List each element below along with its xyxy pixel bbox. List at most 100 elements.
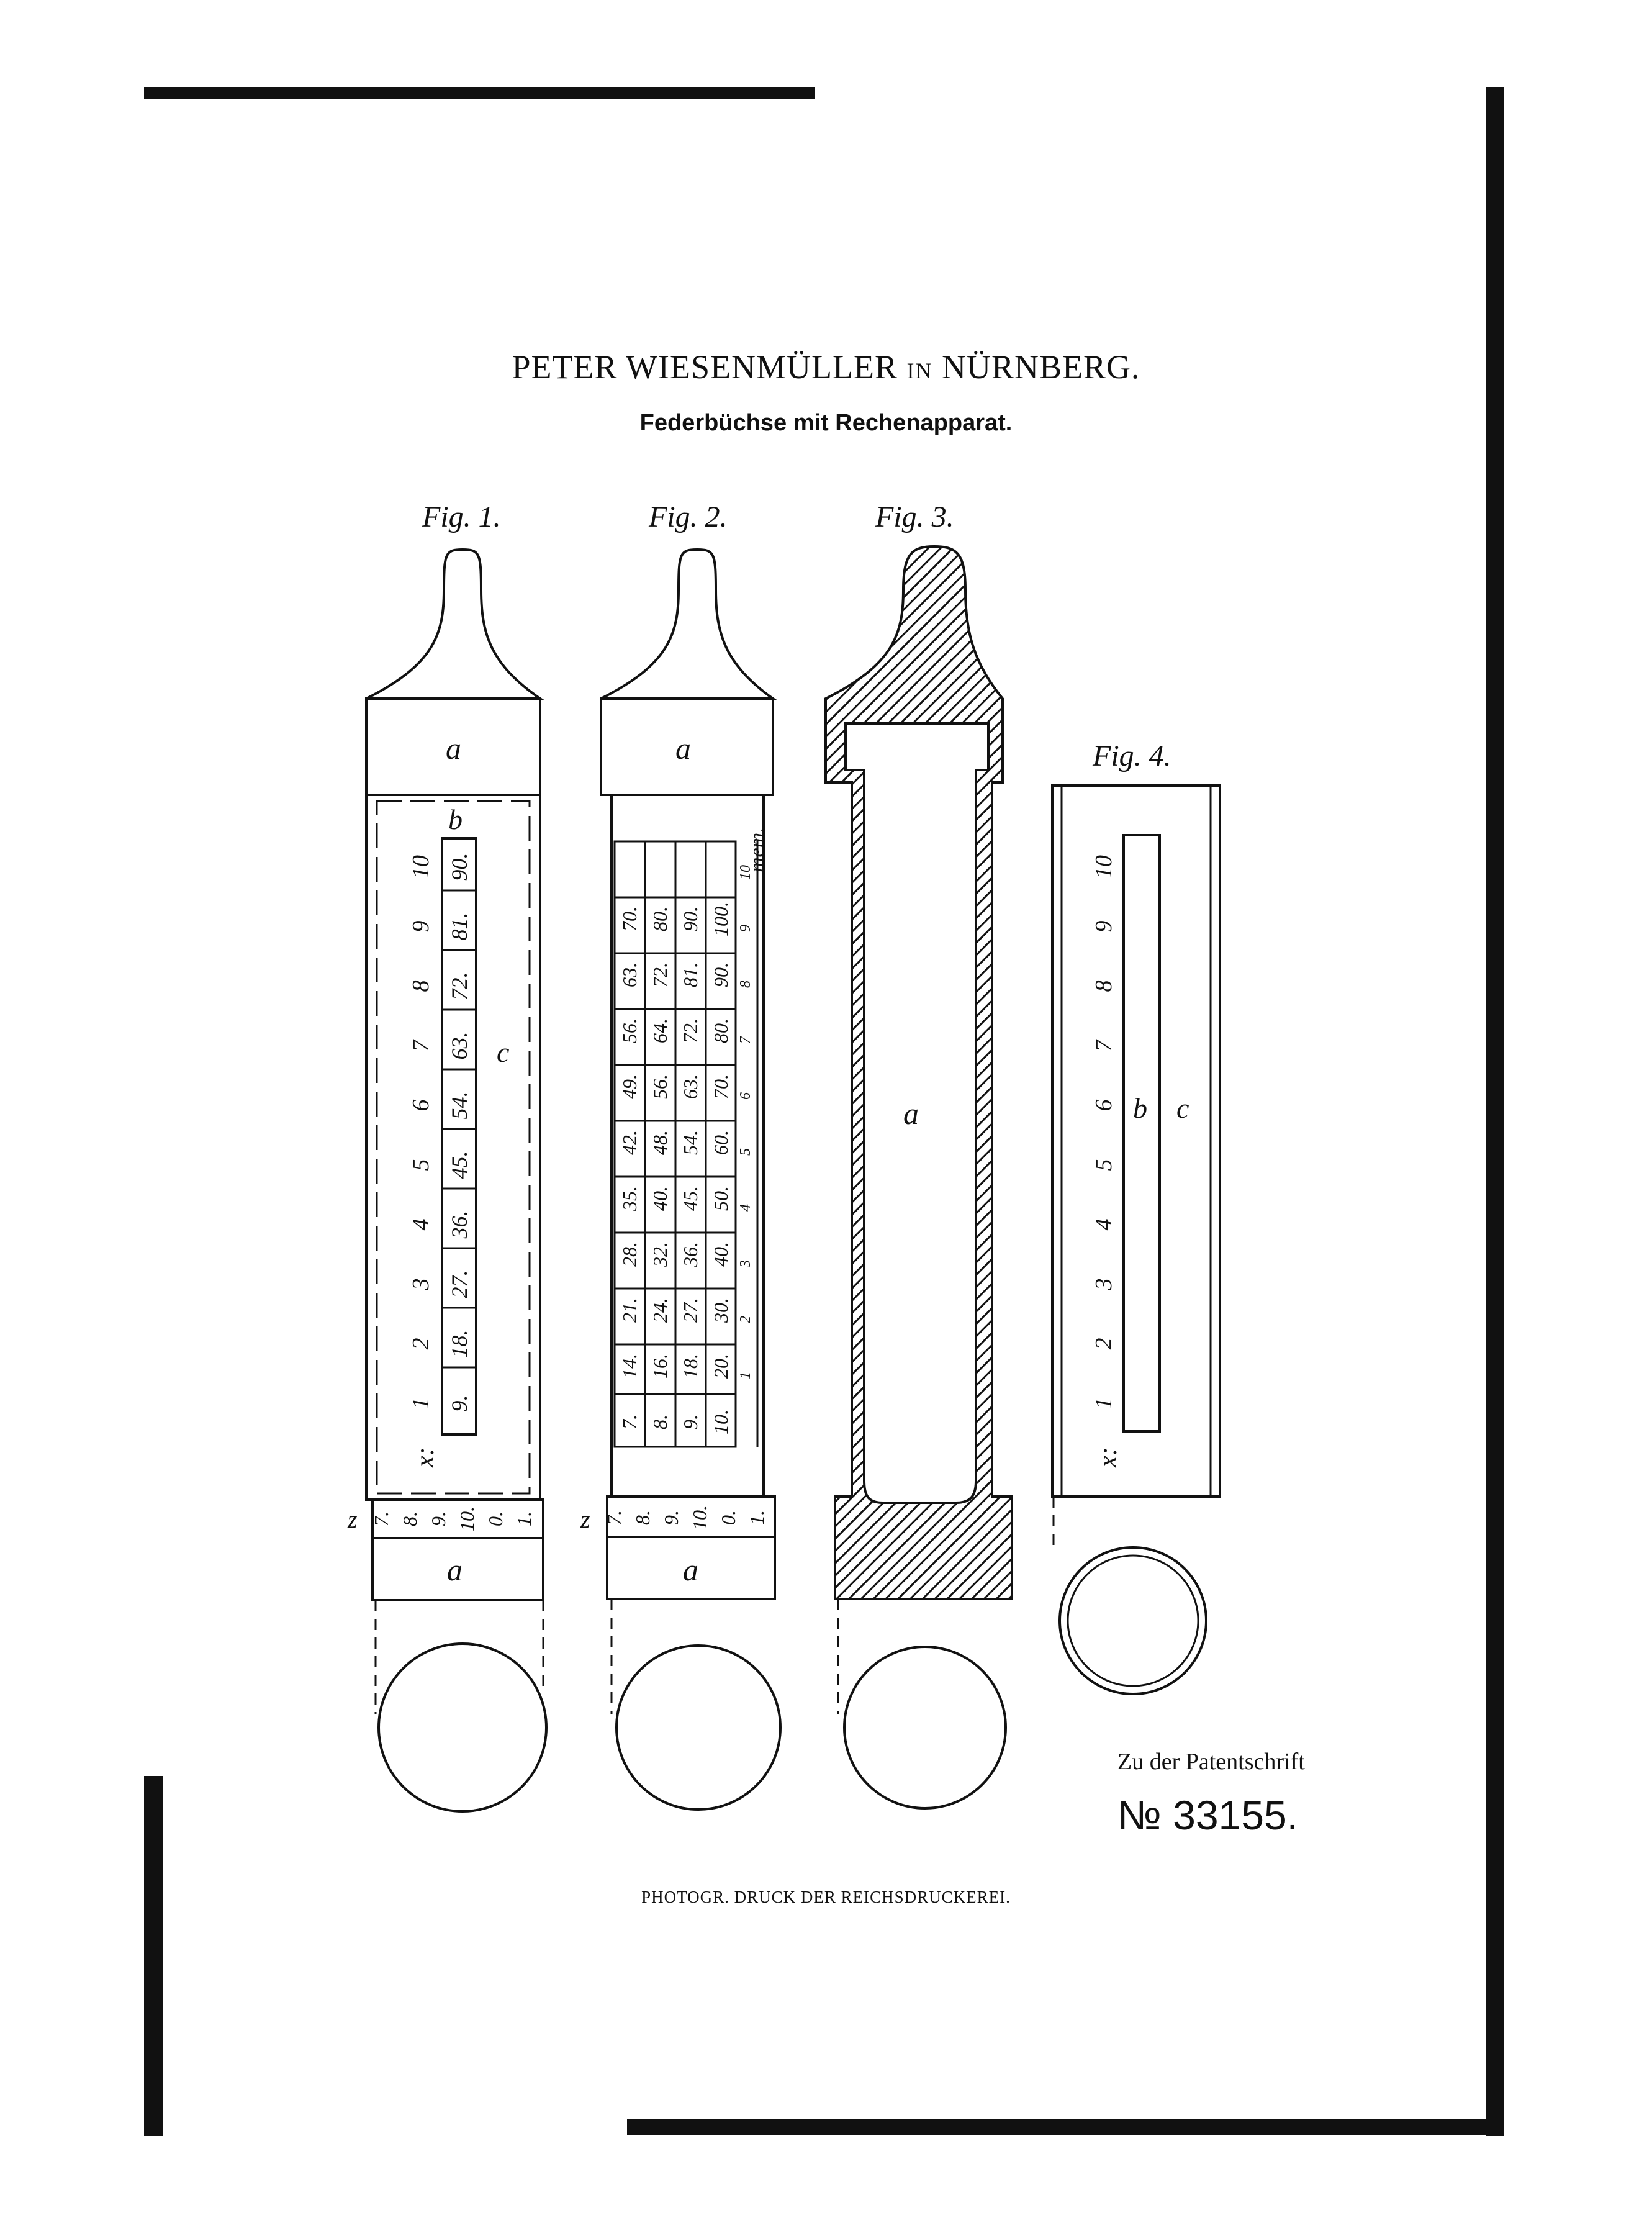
fig1-multiplier: 3 — [408, 1279, 434, 1291]
fig2-scale-number: 5 — [738, 1148, 754, 1156]
fig2-cell: 18. — [679, 1354, 702, 1379]
fig1-body — [365, 794, 541, 1501]
fig2-scale-number: 9 — [738, 925, 754, 932]
fig2-cell: 16. — [649, 1354, 671, 1379]
patent-number: № 33155. — [1117, 1792, 1299, 1838]
fig3-end-circle — [843, 1646, 1007, 1810]
fig1-product: 36. — [447, 1211, 472, 1239]
fig4-slot-b — [1122, 834, 1161, 1433]
fig2-cell: 24. — [649, 1298, 671, 1323]
fig1-product: 27. — [447, 1271, 472, 1298]
fig1-ring-digit: 0. — [484, 1511, 507, 1526]
fig2-cell: 63. — [618, 963, 641, 987]
fig2-label-a-top: a — [675, 731, 691, 766]
fig2-cell: 32. — [649, 1242, 671, 1267]
fig1-multiplier: 4 — [408, 1219, 434, 1231]
fig1-product: 18. — [447, 1330, 472, 1358]
fig1-ring-digit: 10. — [456, 1506, 478, 1531]
fig1-cap — [366, 548, 544, 700]
fig2-cell: 21. — [618, 1298, 641, 1323]
fig1-ring-digit: 8. — [399, 1511, 421, 1526]
fig2-cell: 72. — [679, 1018, 702, 1043]
fig2-cell: 10. — [710, 1410, 732, 1434]
fig4-multiplier: 2 — [1091, 1338, 1117, 1350]
fig4-label-b: b — [1133, 1092, 1147, 1124]
fig3-drawing — [824, 545, 1013, 1810]
fig2-cell: 100. — [710, 902, 732, 936]
fig1-bottom-block — [371, 1537, 544, 1601]
fig2-scale-number: 10 — [738, 865, 754, 880]
patent-reference-label: Zu der Patentschrift — [1117, 1749, 1305, 1775]
fig2-ring-digit: 10. — [688, 1505, 711, 1530]
fig4-label-x: x: — [1094, 1447, 1122, 1468]
fig1-multiplier: 10 — [408, 855, 434, 879]
fig4-title: Fig. 4. — [1093, 740, 1171, 772]
fig1-multiplier: 1 — [408, 1398, 434, 1410]
fig2-drawing — [600, 548, 782, 1811]
fig2-cell: 27. — [679, 1298, 702, 1323]
fig2-cell: 80. — [649, 907, 671, 931]
fig2-ring-digit: 7. — [603, 1510, 625, 1525]
fig4-multiplier: 3 — [1091, 1279, 1117, 1291]
fig2-scale-number: 7 — [738, 1036, 754, 1044]
printer-credit: PHOTOGR. DRUCK DER REICHSDRUCKEREI. — [641, 1888, 1011, 1906]
fig4-multiplier: 7 — [1091, 1039, 1117, 1052]
fig1-inner-dashed — [376, 800, 531, 1495]
fig2-scale-number: 4 — [738, 1204, 754, 1212]
fig1-product: 54. — [447, 1092, 472, 1120]
fig1-label-a-bottom: a — [447, 1552, 463, 1587]
fig1-ring-digits: 7.8.9.10.0.1. — [370, 1506, 535, 1531]
fig2-ring-digit: 8. — [631, 1510, 654, 1525]
fig1-multiplier: 5 — [408, 1159, 434, 1171]
fig2-cell: 20. — [710, 1354, 732, 1379]
fig2-cell: 14. — [618, 1354, 641, 1379]
fig4-multiplier: 9 — [1091, 921, 1117, 933]
fig2-cell: 49. — [618, 1074, 641, 1099]
fig2-cell: 54. — [679, 1130, 702, 1155]
fig2-scale-number: 3 — [738, 1260, 754, 1268]
title-connector: IN — [906, 358, 933, 383]
fig1-multiplier: 7 — [408, 1039, 434, 1052]
fig4-multiplier: 8 — [1091, 981, 1117, 992]
fig4-body — [1051, 784, 1221, 1498]
fig2-cell: 60. — [710, 1130, 732, 1155]
fig2-table-cells: 7.14.21.28.35.42.49.56.63.70.8.16.24.32.… — [618, 902, 732, 1434]
fig1-ring-digit: 9. — [427, 1511, 449, 1526]
fig2-ring-digit: 0. — [717, 1510, 739, 1525]
fig2-cell: 42. — [618, 1130, 641, 1155]
fig2-end-circle — [615, 1644, 782, 1811]
fig1-slider-b — [441, 837, 477, 1436]
fig1-multiplier: 8 — [408, 981, 434, 992]
fig2-ring-digit: 9. — [660, 1510, 682, 1525]
fig2-cell: 40. — [649, 1186, 671, 1211]
fig3-title: Fig. 3. — [875, 501, 954, 533]
fig1-product: 9. — [447, 1395, 472, 1412]
fig2-ring-digits: 7.8.9.10.0.1. — [603, 1505, 768, 1530]
fig3-section-hatched — [824, 545, 1013, 1600]
fig2-cell: 72. — [649, 963, 671, 987]
fig2-cell: 56. — [649, 1074, 671, 1099]
fig1-product: 63. — [447, 1032, 472, 1060]
fig2-cell: 56. — [618, 1018, 641, 1043]
fig1-drawing — [365, 548, 548, 1813]
fig2-scale-number: 6 — [738, 1092, 754, 1100]
fig1-product: 81. — [447, 913, 472, 941]
fig2-cell: 28. — [618, 1242, 641, 1267]
fig4-multiplier: 6 — [1091, 1100, 1117, 1112]
fig1-slider-dividers — [442, 889, 476, 1369]
fig2-cell: 9. — [679, 1415, 702, 1429]
fig1-multiplier: 9 — [408, 921, 434, 933]
fig1-label-x: x: — [411, 1447, 440, 1468]
fig2-scale-number: 8 — [738, 981, 754, 988]
fig4-multiplier: 10 — [1091, 855, 1117, 879]
fig4-drawing — [1051, 784, 1221, 1695]
fig1-label-z: z — [347, 1505, 358, 1533]
fig2-cell: 50. — [710, 1186, 732, 1211]
fig2-cell: 30. — [710, 1298, 732, 1323]
fig2-cell: 90. — [710, 963, 732, 987]
fig2-cell: 90. — [679, 907, 702, 931]
